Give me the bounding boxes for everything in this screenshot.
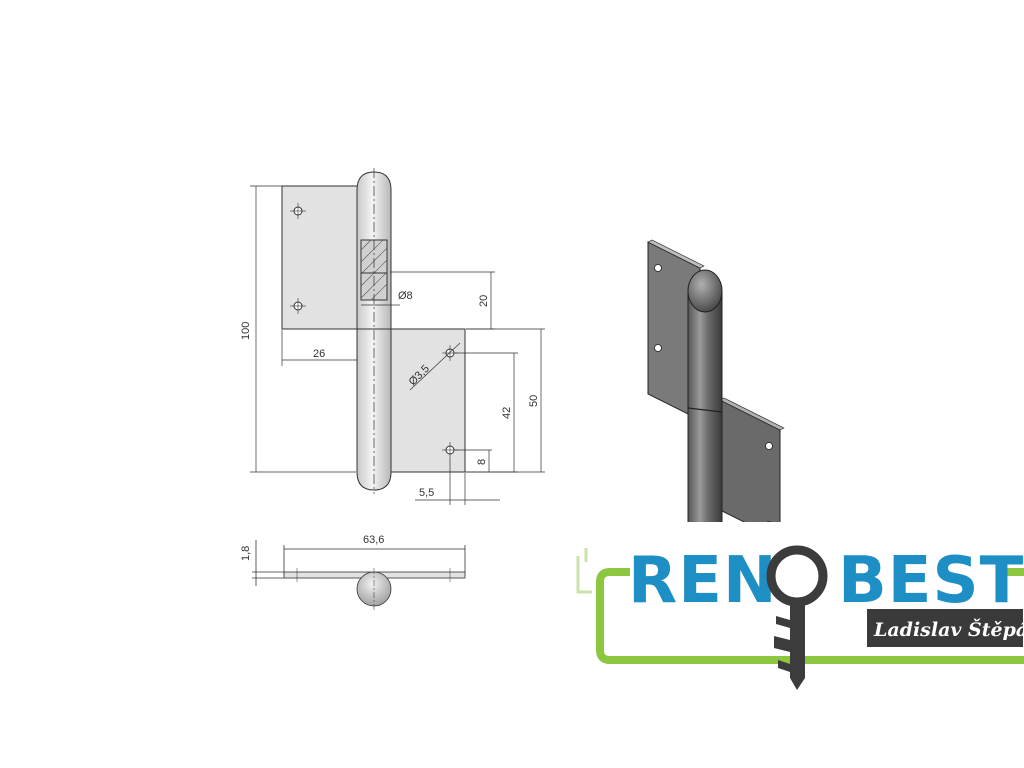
logo-brand-right: BEST bbox=[838, 544, 1024, 618]
logo-owner-name: Ladislav Štěpán bbox=[873, 618, 1024, 641]
render-lower-leaf bbox=[719, 399, 781, 541]
hinge-3d-render bbox=[647, 239, 785, 541]
hinge-front-view bbox=[250, 168, 545, 505]
dim-height-total: 100 bbox=[240, 322, 252, 340]
mounting-hole bbox=[290, 203, 306, 219]
dim-hole-side: 5,5 bbox=[419, 487, 434, 499]
dim-hole-spacing: 42 bbox=[501, 407, 513, 419]
dim-pin-diameter: Ø8 bbox=[398, 290, 413, 302]
key-icon bbox=[766, 545, 828, 690]
dim-leaf-height: 50 bbox=[528, 395, 540, 407]
upper-leaf bbox=[281, 185, 360, 330]
logo-brand-left: REN bbox=[628, 544, 778, 618]
dim-leaf-width: 26 bbox=[313, 348, 325, 360]
dim-thickness: 1,8 bbox=[240, 546, 252, 561]
hinge-top-view bbox=[252, 540, 466, 612]
render-pin-knob bbox=[687, 269, 723, 313]
renobest-logo: REN BEST Ladislav Štěpán bbox=[560, 522, 1024, 702]
dim-total-width: 63,6 bbox=[363, 534, 384, 546]
dim-hole-bottom: 8 bbox=[476, 459, 488, 465]
dim-pin-offset: 20 bbox=[478, 295, 490, 307]
logo-owner-plate bbox=[865, 607, 1024, 649]
mounting-hole bbox=[290, 298, 306, 314]
logo-frame bbox=[596, 568, 1024, 664]
